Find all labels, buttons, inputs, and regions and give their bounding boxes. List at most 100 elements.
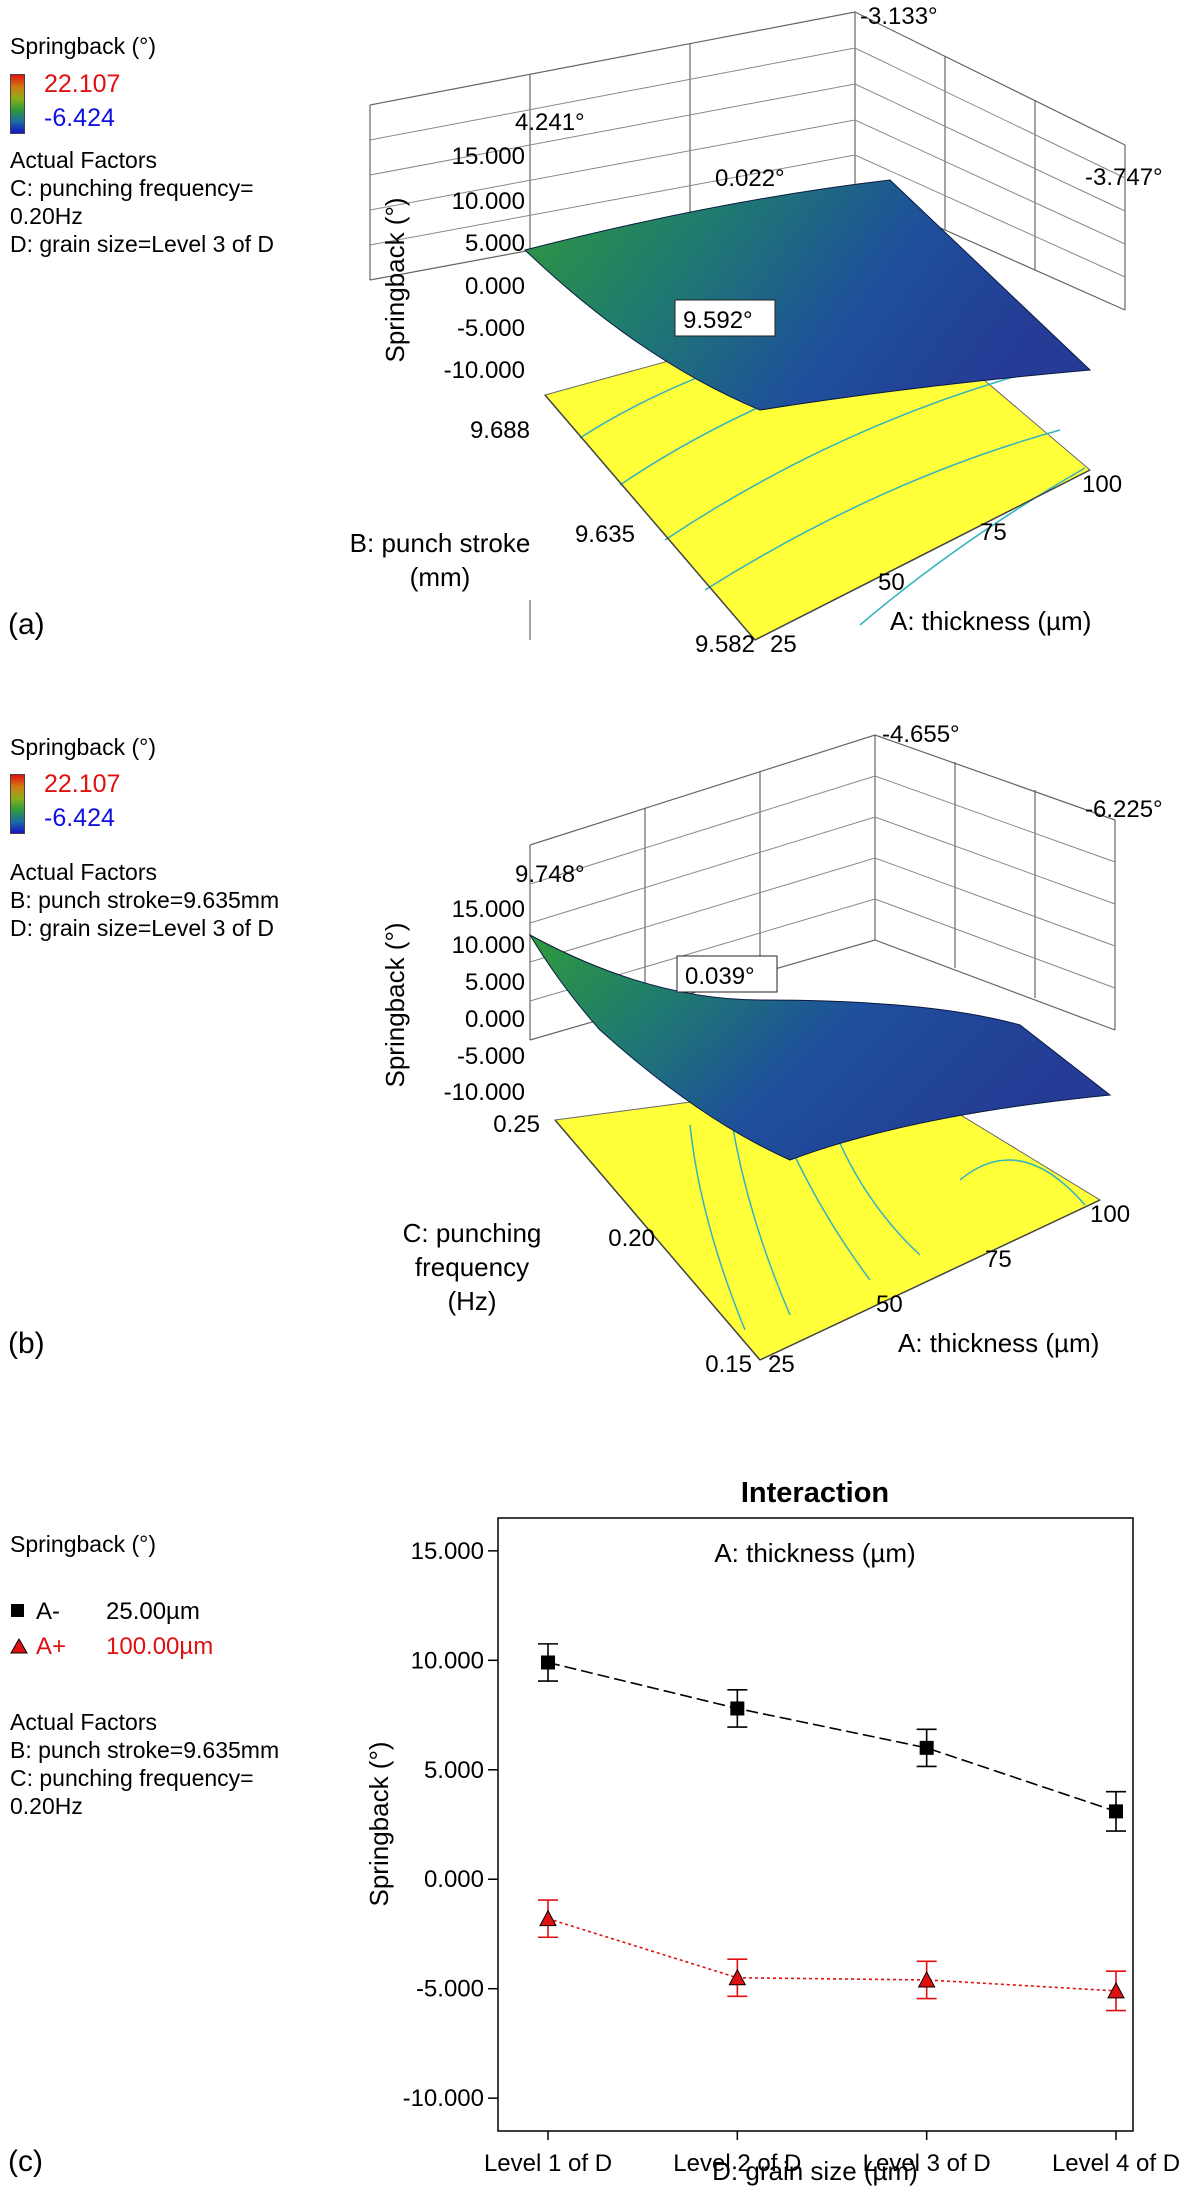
legend-value-a-plus: 100.00µm bbox=[106, 1633, 214, 1660]
triangle-marker-icon bbox=[10, 1633, 36, 1661]
y-tick-a-1: 9.635 bbox=[575, 521, 635, 548]
y-tick-b-0: 0.15 bbox=[705, 1351, 752, 1378]
y-tick-a-2: 9.688 bbox=[470, 417, 530, 444]
factor-a-0: C: punching frequency= bbox=[10, 175, 254, 201]
z-tick-a-4: -5.000 bbox=[457, 315, 525, 342]
interaction-chart: Interaction A: thickness (µm) Springback… bbox=[364, 1477, 1180, 2186]
z-tick-b-2: 5.000 bbox=[465, 969, 525, 996]
corner-label-b-3: 0.039° bbox=[685, 963, 755, 990]
series-group bbox=[538, 1643, 1126, 2012]
panel-label-b: (b) bbox=[8, 1327, 45, 1360]
corner-label-box-b bbox=[676, 955, 778, 993]
y-tick-a-0: 9.582 bbox=[695, 631, 755, 658]
colorbar-low-a: -6.424 bbox=[44, 104, 115, 132]
square-marker-icon bbox=[10, 1598, 36, 1626]
x-tick-label-c: Level 4 of D bbox=[1052, 2150, 1180, 2177]
z-ticks-a: 15.000 10.000 5.000 0.000 -5.000 -10.000 bbox=[444, 143, 525, 384]
legend-name-a-plus: A+ bbox=[36, 1633, 67, 1660]
y-label-b-0: C: punching bbox=[403, 1218, 542, 1248]
corner-labels-a: 4.241° -3.133° -3.747° 9.592° 0.022° bbox=[515, 3, 1163, 337]
legend-title-c: Springback (°) bbox=[10, 1531, 156, 1557]
z-tick-b-4: -5.000 bbox=[457, 1043, 525, 1070]
factor-c-1: C: punching frequency= bbox=[10, 1765, 254, 1791]
y-label-a-1: (mm) bbox=[410, 562, 471, 592]
y-tick-label-c: -10.000 bbox=[403, 2085, 484, 2112]
corner-label-b-2: -6.225° bbox=[1085, 796, 1163, 823]
legend-item-a-plus: A+ 100.00µm bbox=[10, 1633, 213, 1661]
y-ticks-a: 9.688 9.635 9.582 bbox=[470, 417, 755, 658]
z-tick-b-0: 15.000 bbox=[452, 896, 525, 923]
y-tick-b-1: 0.20 bbox=[608, 1225, 655, 1252]
front-axes-a bbox=[544, 394, 1091, 641]
panel-a: Springback (°) 22.107 -6.424 Actual Fact… bbox=[0, 0, 1200, 680]
data-point-a-plus bbox=[917, 1970, 936, 1988]
front-axes-b bbox=[554, 1119, 1101, 1361]
x-tick-a-3: 100 bbox=[1082, 471, 1122, 498]
colorbar-low-b: -6.424 bbox=[44, 804, 115, 832]
y-tick-label-c: 0.000 bbox=[424, 1866, 484, 1893]
z-tick-a-1: 10.000 bbox=[452, 188, 525, 215]
y-tick-label-c: 5.000 bbox=[424, 1757, 484, 1784]
x-tick-a-0: 25 bbox=[770, 631, 797, 658]
corner-label-box-a bbox=[674, 299, 776, 337]
z-tick-a-5: -10.000 bbox=[444, 357, 525, 384]
surface-plot-b: 9.748° -4.655° -6.225° 0.039° 15.000 10.… bbox=[380, 721, 1163, 1378]
data-point-a-plus bbox=[728, 1968, 747, 1986]
factor-b-0: B: punch stroke=9.635mm bbox=[10, 887, 280, 913]
factor-b-1: D: grain size=Level 3 of D bbox=[10, 915, 274, 941]
z-tick-b-5: -10.000 bbox=[444, 1079, 525, 1106]
x-tick-b-0: 25 bbox=[768, 1351, 795, 1378]
surface-b bbox=[528, 933, 1112, 1161]
actual-factors-a: Actual Factors C: punching frequency= 0.… bbox=[10, 146, 274, 258]
y-label-b-1: frequency bbox=[415, 1252, 529, 1282]
legend-item-a-minus: A- 25.00µm bbox=[10, 1598, 200, 1626]
x-tick-label-c: Level 2 of D bbox=[673, 2150, 801, 2177]
corner-label-a-0: 4.241° bbox=[515, 109, 585, 136]
x-ticks-a: 25 50 75 100 bbox=[770, 471, 1122, 658]
corner-label-a-2: -3.747° bbox=[1085, 164, 1163, 191]
chart-subtitle: A: thickness (µm) bbox=[714, 1538, 915, 1568]
plot-frame bbox=[497, 1517, 1134, 2132]
x-tick-b-1: 50 bbox=[876, 1291, 903, 1318]
z-axis-label-a: Springback (°) bbox=[380, 197, 410, 362]
y-axis-label-a: B: punch stroke (mm) bbox=[350, 528, 531, 592]
colorbar-high-b: 22.107 bbox=[44, 770, 121, 798]
y-axis-label-b: C: punching frequency (Hz) bbox=[403, 1218, 542, 1316]
corner-label-a-1: -3.133° bbox=[860, 3, 938, 30]
z-gridlines-a bbox=[369, 47, 1126, 278]
factor-a-2: D: grain size=Level 3 of D bbox=[10, 231, 274, 257]
z-axis-label-b: Springback (°) bbox=[380, 922, 410, 1087]
x-axis-label-a: A: thickness (µm) bbox=[890, 606, 1091, 636]
factor-c-0: B: punch stroke=9.635mm bbox=[10, 1737, 280, 1763]
x-tick-a-1: 50 bbox=[878, 569, 905, 596]
z-tick-b-1: 10.000 bbox=[452, 932, 525, 959]
z-tick-a-2: 5.000 bbox=[465, 230, 525, 257]
factors-title-b: Actual Factors bbox=[10, 859, 157, 885]
legend-title-a: Springback (°) bbox=[10, 33, 156, 59]
y-ticks-b: 0.25 0.20 0.15 bbox=[493, 1111, 752, 1378]
panel-label-c: (c) bbox=[8, 2145, 43, 2178]
x-axis-label-c: D: grain size (µm) bbox=[712, 2156, 918, 2186]
legend-name-a-minus: A- bbox=[36, 1598, 60, 1625]
x-tick-b-2: 75 bbox=[985, 1246, 1012, 1273]
x-tick-label-c: Level 1 of D bbox=[484, 2150, 612, 2177]
data-point-a-plus bbox=[539, 1909, 557, 1927]
data-point-a-minus bbox=[730, 1701, 745, 1716]
surface-a bbox=[524, 179, 1092, 411]
y-tick-label-c: 10.000 bbox=[411, 1647, 484, 1674]
y-axis-label-c: Springback (°) bbox=[364, 1741, 394, 1906]
y-tick-label-c: 15.000 bbox=[411, 1538, 484, 1565]
y-label-a-0: B: punch stroke bbox=[350, 528, 531, 558]
factors-title-a: Actual Factors bbox=[10, 147, 157, 173]
x-axis-label-b: A: thickness (µm) bbox=[898, 1328, 1099, 1358]
panel-label-a: (a) bbox=[8, 608, 45, 641]
actual-factors-c: Actual Factors B: punch stroke=9.635mm C… bbox=[10, 1708, 279, 1820]
corner-labels-b: 9.748° -4.655° -6.225° 0.039° bbox=[515, 721, 1163, 993]
series-line-a-minus bbox=[547, 1661, 1117, 1813]
factor-a-1: 0.20Hz bbox=[10, 203, 83, 229]
y-tick-b-2: 0.25 bbox=[493, 1111, 540, 1138]
z-gridlines-b bbox=[529, 775, 1116, 1002]
series-line-a-plus bbox=[547, 1917, 1117, 1992]
